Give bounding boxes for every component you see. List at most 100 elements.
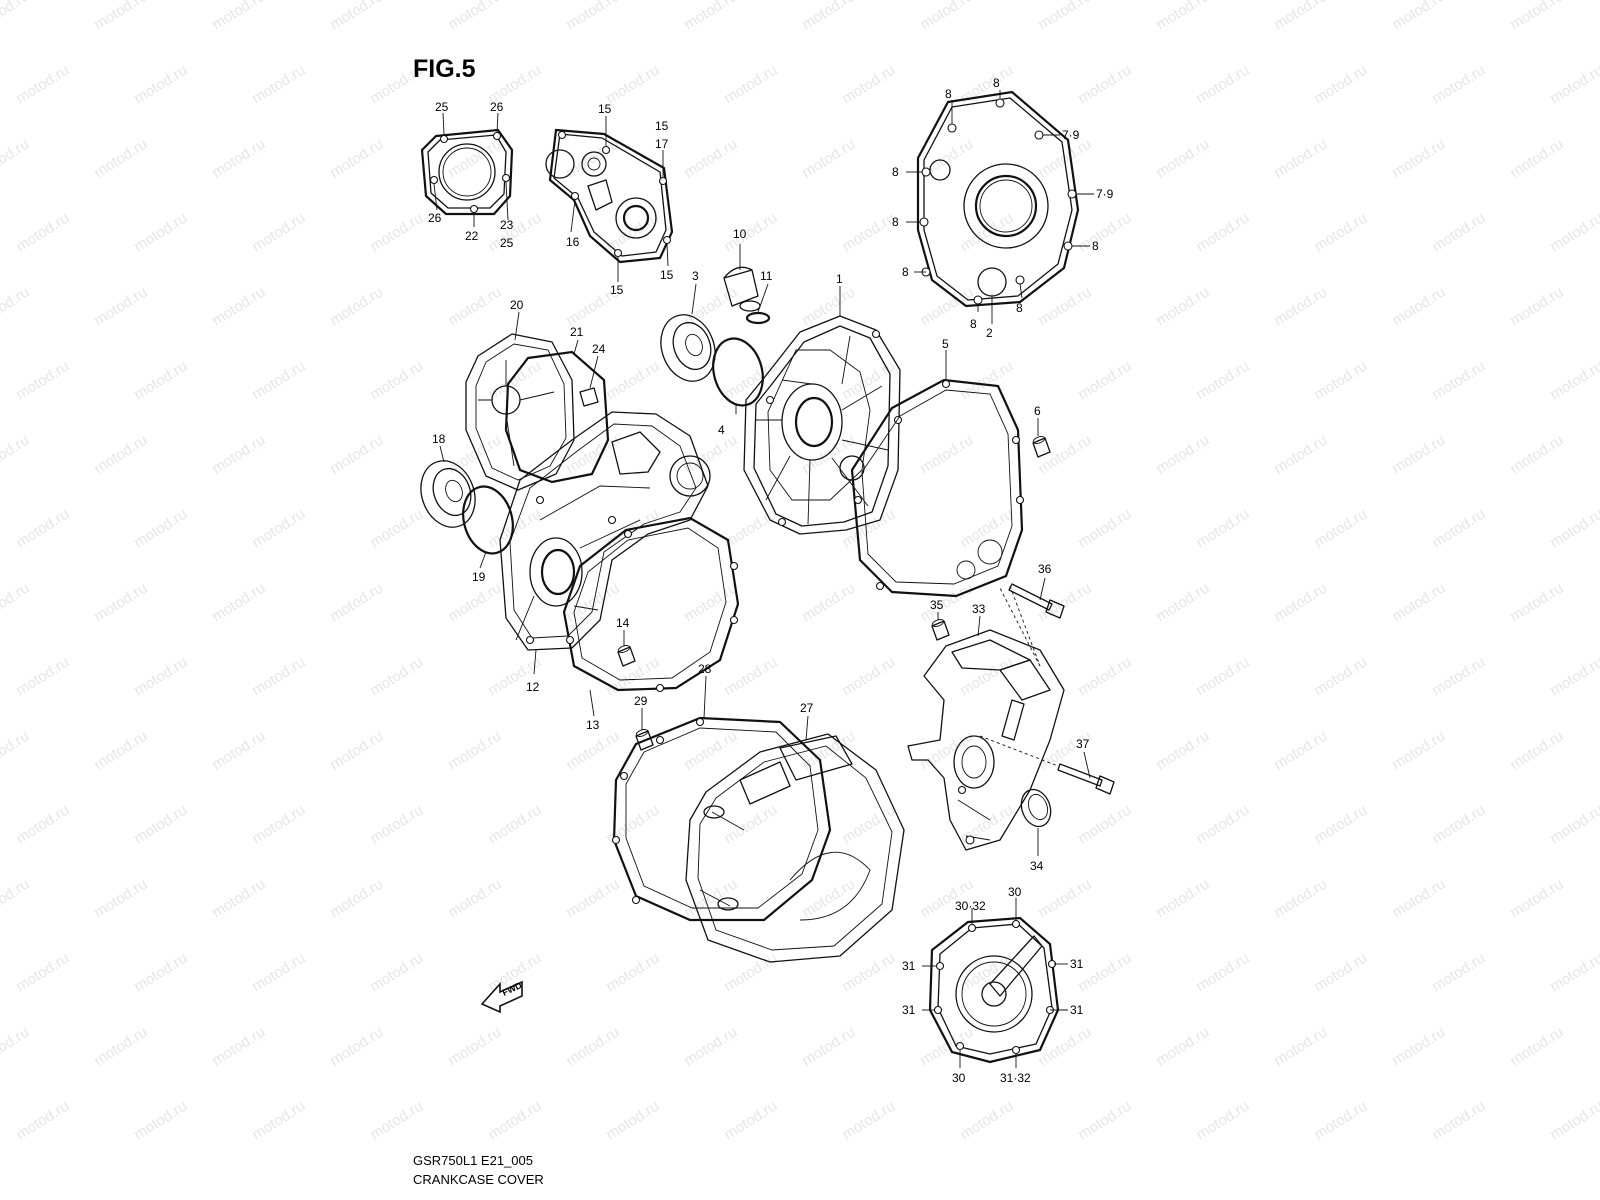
watermark-text: motod.ru (721, 62, 780, 108)
watermark-text: motod.ru (839, 1098, 898, 1144)
watermark-text: motod.ru (1035, 284, 1094, 330)
watermark-text: motod.ru (1547, 210, 1600, 256)
callout-26: 26 (490, 100, 504, 114)
part-dowel-29 (635, 729, 654, 751)
watermark-text: motod.ru (603, 358, 662, 404)
watermark-text: motod.ru (249, 1098, 308, 1144)
watermark-text: motod.ru (131, 950, 190, 996)
watermark-text: motod.ru (1389, 284, 1448, 330)
watermark-text: motod.ru (1389, 432, 1448, 478)
watermark-text: motod.ru (681, 0, 740, 33)
callout-8: 8 (892, 215, 899, 229)
watermark-text: motod.ru (721, 1098, 780, 1144)
watermark-text: motod.ru (563, 0, 622, 33)
watermark-text: motod.ru (563, 876, 622, 922)
callout-labels: 25 26 26 22 23 25 15 15 17 16 15 15 8 8 … (428, 76, 1114, 1085)
callout-8: 8 (993, 76, 1000, 90)
watermark-text: motod.ru (209, 284, 268, 330)
callout-13: 13 (586, 718, 600, 732)
watermark-text: motod.ru (0, 876, 32, 922)
watermark-text: motod.ru (1153, 728, 1212, 774)
watermark-text: motod.ru (1193, 358, 1252, 404)
watermark-text: motod.ru (1075, 654, 1134, 700)
watermark-text: motod.ru (1507, 284, 1566, 330)
watermark-text: motod.ru (1507, 136, 1566, 182)
callout-31: 31 (902, 1003, 916, 1017)
watermark-text: motod.ru (327, 284, 386, 330)
watermark-text: motod.ru (445, 1024, 504, 1070)
watermark-text: motod.ru (91, 580, 150, 626)
watermark-text: motod.ru (957, 358, 1016, 404)
watermark-text: motod.ru (91, 1024, 150, 1070)
watermark-text: motod.ru (917, 0, 976, 33)
part-dowel-14 (617, 645, 636, 667)
part-starter-cover-30-32 (928, 916, 1060, 1064)
watermark-text: motod.ru (131, 210, 190, 256)
callout-7-9: 7·9 (1096, 187, 1114, 201)
part-bracket-33-37 (907, 629, 1065, 851)
watermark-text: motod.ru (799, 580, 858, 626)
watermark-text: motod.ru (367, 210, 426, 256)
watermark-text: motod.ru (1153, 876, 1212, 922)
watermark-text: motod.ru (249, 210, 308, 256)
callout-31: 31 (1070, 1003, 1084, 1017)
watermark-text: motod.ru (799, 0, 858, 33)
watermark-text: motod.ru (1153, 432, 1212, 478)
watermark-text: motod.ru (0, 0, 32, 33)
callout-19: 19 (472, 570, 486, 584)
callout-21: 21 (570, 325, 584, 339)
watermark-text: motod.ru (327, 136, 386, 182)
model-code: GSR750L1 E21_005 (413, 1153, 533, 1168)
part-dowel-35 (931, 619, 950, 641)
watermark-text: motod.ru (1429, 1098, 1488, 1144)
callout-26: 26 (428, 211, 442, 225)
watermark-text: motod.ru (13, 802, 72, 848)
watermark-text: motod.ru (563, 1024, 622, 1070)
watermark-text: motod.ru (13, 654, 72, 700)
watermark-text: motod.ru (1547, 654, 1600, 700)
leader-lines (433, 90, 1094, 1068)
watermark-text: motod.ru (249, 506, 308, 552)
watermark-text: motod.ru (957, 62, 1016, 108)
watermark-text: motod.ru (1429, 654, 1488, 700)
watermark-text: motod.ru (249, 950, 308, 996)
watermark-text: motod.ru (209, 728, 268, 774)
watermark-text: motod.ru (1271, 136, 1330, 182)
watermark-text: motod.ru (1507, 876, 1566, 922)
watermark-text: motod.ru (1193, 1098, 1252, 1144)
watermark-text: motod.ru (249, 358, 308, 404)
watermark-text: motod.ru (13, 950, 72, 996)
watermark-text: motod.ru (209, 1024, 268, 1070)
callout-20: 20 (510, 298, 524, 312)
watermark-text: motod.ru (1429, 950, 1488, 996)
callout-11: 11 (760, 269, 773, 283)
watermark-text: motod.ru (603, 654, 662, 700)
watermark-text: motod.ru (13, 62, 72, 108)
watermark-text: motod.ru (209, 136, 268, 182)
watermark-text: motod.ru (1271, 728, 1330, 774)
callout-14: 14 (616, 616, 630, 630)
callout-18: 18 (432, 432, 446, 446)
part-clutch-cover-1 (743, 315, 903, 535)
part-crankcase-cover-12 (499, 411, 711, 651)
watermark-text: motod.ru (0, 284, 32, 330)
watermark-text: motod.ru (917, 728, 976, 774)
callout-27: 27 (800, 701, 814, 715)
callout-12: 12 (526, 680, 540, 694)
watermark-text: motod.ru (957, 506, 1016, 552)
watermark-text: motod.ru (1389, 1024, 1448, 1070)
watermark-text: motod.ru (0, 136, 32, 182)
watermark-text: motod.ru (1153, 136, 1212, 182)
part-dowel-6 (1032, 436, 1051, 458)
callout-16: 16 (566, 235, 580, 249)
watermark-text: motod.ru (131, 358, 190, 404)
watermark-text: motod.ru (917, 1024, 976, 1070)
watermark-text: motod.ru (367, 654, 426, 700)
watermark-text: motod.ru (131, 654, 190, 700)
watermark-text: motod.ru (1547, 358, 1600, 404)
watermark-text: motod.ru (1389, 728, 1448, 774)
watermark-text: motod.ru (1271, 284, 1330, 330)
callout-25: 25 (500, 236, 514, 250)
callout-8: 8 (945, 87, 952, 101)
watermark-text: motod.ru (1389, 876, 1448, 922)
